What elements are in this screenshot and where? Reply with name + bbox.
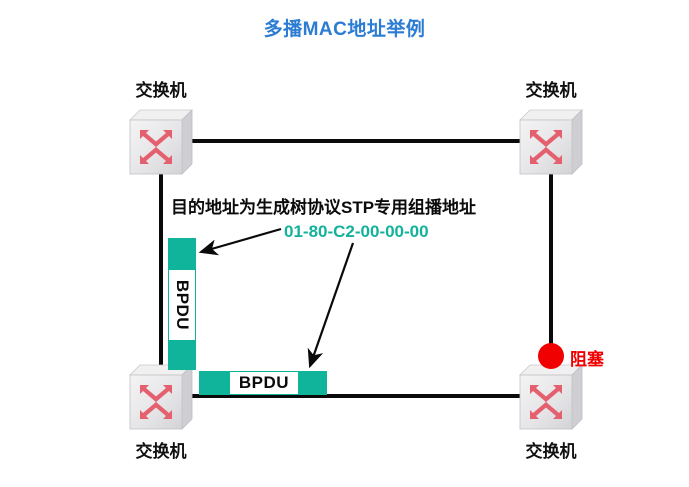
blocked-circle-icon: [538, 343, 564, 369]
bpdu-frame-horizontal: BPDU: [199, 371, 327, 395]
bpdu-header-segment: [199, 371, 230, 395]
switch-crossed-arrows-icon: [129, 109, 193, 175]
bpdu-frame-vertical: BPDU: [168, 238, 196, 370]
destination-address-note: 目的地址为生成树协议STP专用组播地址: [171, 198, 477, 217]
switch-label-bottom-left: 交换机: [135, 442, 187, 461]
link-bottom-horizontal: [161, 394, 551, 398]
sidebar-node-sw-top-left[interactable]: 交换机: [124, 81, 198, 180]
bpdu-header-segment: [168, 238, 196, 270]
sidebar-node-sw-bottom-left[interactable]: 交换机: [124, 361, 198, 461]
switch-crossed-arrows-icon: [519, 364, 583, 430]
switch-label-top-left: 交换机: [135, 81, 187, 100]
bpdu-payload-segment: BPDU: [168, 270, 196, 340]
bpdu-label-horizontal: BPDU: [238, 373, 290, 392]
bpdu-trailer-segment: [168, 340, 196, 370]
sidebar-node-sw-bottom-right[interactable]: 交换机: [514, 361, 588, 461]
link-left-vertical: [159, 160, 163, 396]
switch-label-bottom-right: 交换机: [525, 442, 577, 461]
link-top-horizontal: [161, 139, 551, 143]
arrow-pointer-icon: [198, 227, 282, 256]
blocked-status-label: 阻塞: [570, 350, 604, 369]
switch-crossed-arrows-icon: [129, 364, 193, 430]
bpdu-payload-segment: BPDU: [230, 371, 298, 395]
multicast-mac-address: 01-80-C2-00-00-00: [284, 222, 429, 241]
switch-crossed-arrows-icon: [519, 109, 583, 175]
switch-label-top-right: 交换机: [525, 81, 577, 100]
page-title: 多播MAC地址举例: [263, 19, 426, 40]
link-right-vertical: [549, 160, 553, 356]
sidebar-node-sw-top-right[interactable]: 交换机: [514, 81, 588, 180]
arrow-pointer-icon: [307, 242, 355, 369]
bpdu-trailer-segment: [298, 371, 327, 395]
bpdu-label-vertical: BPDU: [173, 279, 193, 331]
